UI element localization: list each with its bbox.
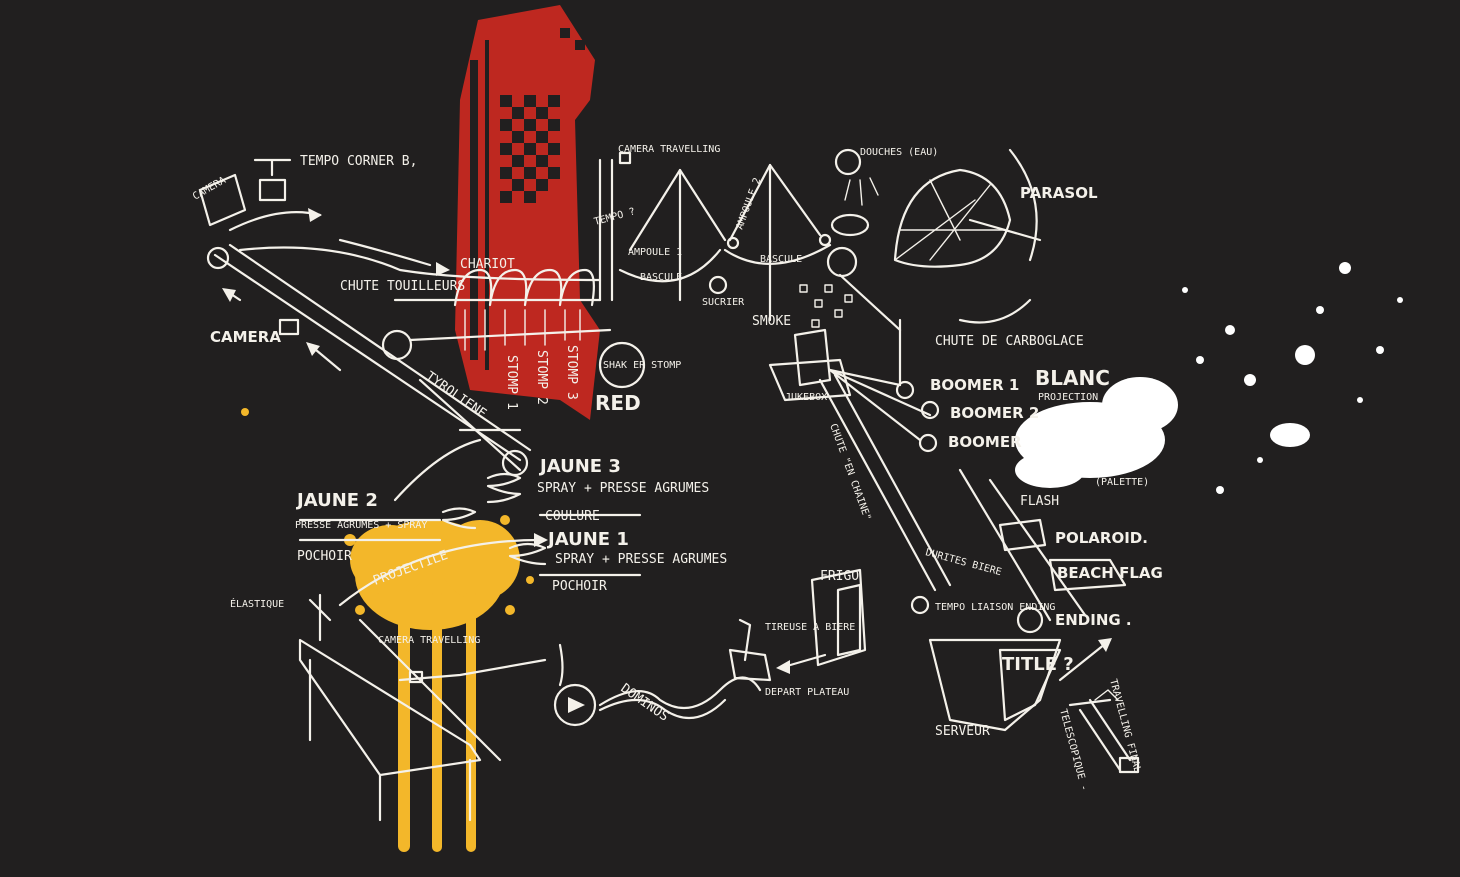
label-ampoule-1: AMPOULE 1	[628, 247, 682, 258]
label-pochoir-left: POCHOIR	[297, 549, 352, 564]
label-boomer-3: BOOMER	[948, 433, 1022, 451]
label-smoke: SMOKE	[752, 314, 791, 329]
label-boomer-2: BOOMER 2	[950, 404, 1039, 422]
label-beach-flag: BEACH FLAG	[1057, 564, 1163, 582]
label-jaune-2-sub: PRESSE AGRUMES + SPRAY	[295, 520, 427, 531]
label-camera-travelling-top: CAMERA TRAVELLING	[618, 144, 720, 155]
label-telescopique: TELESCOPIQUE -	[1057, 708, 1089, 792]
label-projection: PROJECTION	[1038, 392, 1098, 403]
label-jaune-1-sub: SPRAY + PRESSE AGRUMES	[555, 552, 727, 567]
label-chute-touilleurs: CHUTE TOUILLEURS	[340, 279, 465, 294]
label-jaune-2: JAUNE 2	[295, 490, 378, 511]
label-coulure: COULURE	[545, 509, 600, 524]
label-chute-en-chaine: CHUTE "EN CHAINE"	[827, 422, 872, 522]
label-flash: FLASH	[1020, 494, 1059, 509]
label-stomp-1: STOMP 1	[504, 355, 519, 410]
label-tireuse: TIREUSE A BIERE	[765, 622, 855, 633]
label-ending: ENDING .	[1055, 611, 1132, 629]
label-douches: DOUCHES (EAU)	[860, 147, 938, 158]
label-blanc: BLANC	[1035, 366, 1110, 390]
label-durites-biere: DURITES BIERE	[924, 547, 1002, 578]
label-chariot: CHARIOT	[460, 257, 515, 272]
label-title: TITLE ?	[1002, 654, 1074, 675]
label-palette: (PALETTE)	[1095, 477, 1149, 488]
label-sucrier: SUCRIER	[702, 297, 745, 308]
label-red: RED	[595, 391, 641, 415]
label-frigo: FRIGO	[820, 569, 859, 584]
label-jukebox: JUKEBOX	[785, 392, 827, 403]
label-stomp-3: STOMP 3	[564, 345, 579, 400]
label-tempo-liaison: TEMPO LIAISON ENDING	[935, 602, 1055, 613]
label-tempo-corner: TEMPO CORNER B,	[300, 154, 417, 169]
label-depart-plateau: DEPART PLATEAU	[765, 687, 849, 698]
label-parasol: PARASOL	[1020, 184, 1098, 202]
label-jaune-3: JAUNE 3	[538, 456, 621, 477]
label-boomer-1: BOOMER 1	[930, 376, 1019, 394]
label-shaker-stomp: SHAK ER STOMP	[603, 360, 681, 371]
label-camera-left: CAMERA	[210, 328, 281, 346]
label-bascule-1: BASCULE	[640, 272, 682, 283]
label-camera-top: CAMERA	[191, 175, 228, 203]
label-chute-carboglace: CHUTE DE CARBOGLACE	[935, 334, 1084, 349]
label-serveur: SERVEUR	[935, 724, 990, 739]
label-elastique: ÉLASTIQUE	[230, 597, 284, 610]
label-camera-travelling-bottom: CAMERA TRAVELLING	[378, 635, 480, 646]
label-jaune-3-sub: SPRAY + PRESSE AGRUMES	[537, 481, 709, 496]
label-ampoule-2: AMPOULE 2	[734, 176, 763, 231]
label-bascule-2: BASCULE	[760, 254, 802, 265]
label-stomp-2: STOMP 2	[534, 350, 549, 405]
label-polaroid: POLAROID.	[1055, 529, 1148, 547]
label-jaune-1: JAUNE 1	[546, 529, 629, 550]
label-pochoir-right: POCHOIR	[552, 579, 607, 594]
yellow-paint-splash	[241, 408, 534, 852]
